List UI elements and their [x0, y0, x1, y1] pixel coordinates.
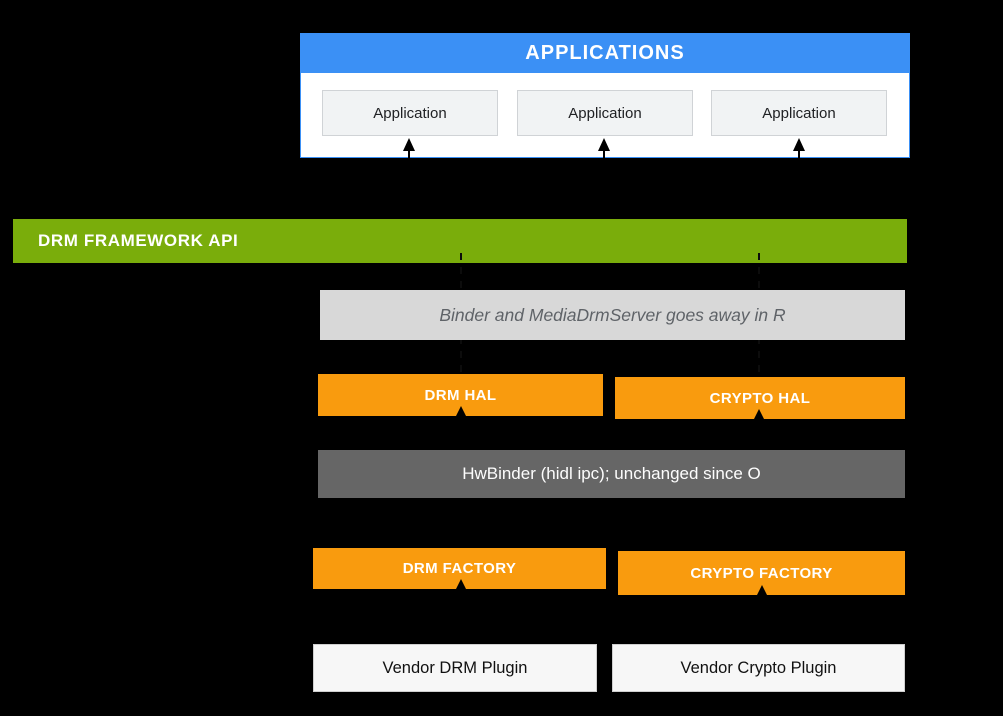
application-box: Application [517, 90, 693, 136]
arrow-up-icon [598, 138, 610, 151]
applications-header: APPLICATIONS [301, 34, 909, 73]
arrow-up-icon [403, 138, 415, 151]
arrow-shaft [408, 143, 410, 228]
vendor-crypto-plugin-box: Vendor Crypto Plugin [612, 644, 905, 692]
arrow-shaft [798, 143, 800, 228]
arrow-up-icon [756, 585, 768, 597]
arrow-up-icon [793, 138, 805, 151]
arrow-up-icon [753, 409, 765, 421]
arrow-shaft [603, 143, 605, 228]
arrow-up-icon [455, 579, 467, 591]
application-box: Application [711, 90, 887, 136]
vendor-drm-plugin-box: Vendor DRM Plugin [313, 644, 597, 692]
hwbinder-bar: HwBinder (hidl ipc); unchanged since O [318, 450, 905, 498]
application-box: Application [322, 90, 498, 136]
arrow-up-icon [455, 406, 467, 418]
binder-note-box: Binder and MediaDrmServer goes away in R [320, 290, 905, 340]
applications-container: APPLICATIONS Application Application App… [300, 33, 910, 158]
